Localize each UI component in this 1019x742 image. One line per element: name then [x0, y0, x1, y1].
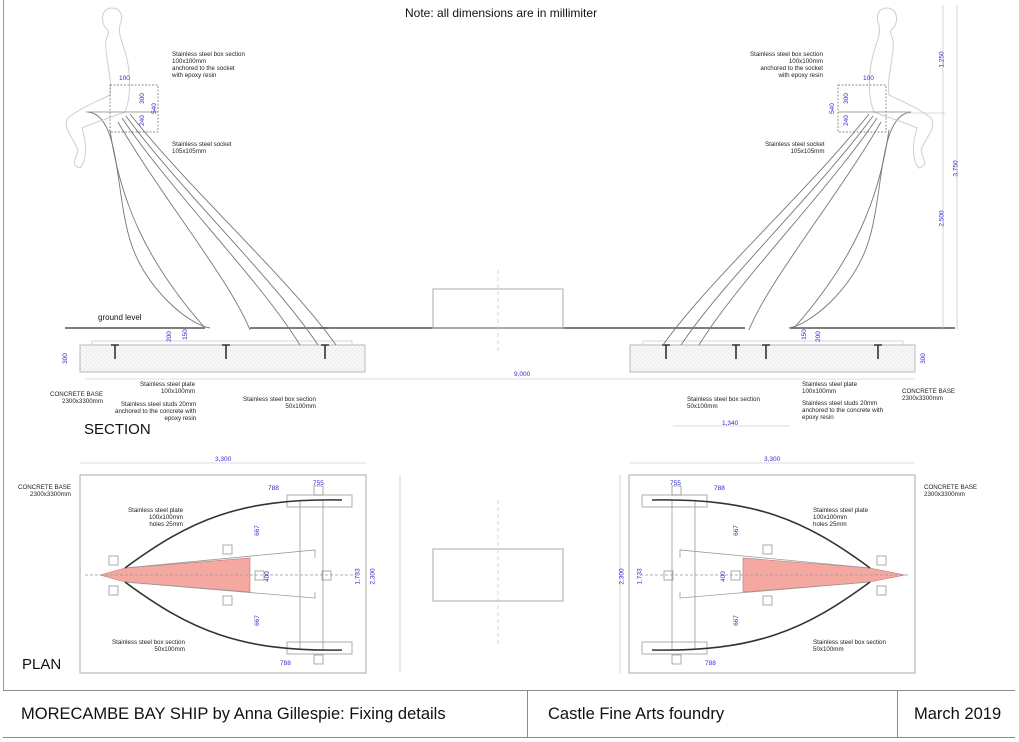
- label-plate-plan-left: Stainless steel plate 100x100mm holes 25…: [128, 507, 184, 528]
- label-plate-section-right: Stainless steel plate 100x100mm: [802, 381, 858, 395]
- studs: [111, 344, 882, 359]
- label-box-plan-left: Stainless steel box section 50x100mm: [112, 639, 185, 653]
- dim-200-left: 200: [165, 331, 173, 342]
- label-box-section-right: Stainless steel box section 100x100mm an…: [750, 51, 823, 79]
- dim-540-left: 540: [150, 103, 158, 114]
- dim-1250: 1,250: [938, 51, 946, 68]
- label-box-base-right: Stainless steel box section 50x100mm: [687, 396, 760, 410]
- label-plate-plan-right: Stainless steel plate 100x100mm holes 25…: [813, 507, 869, 528]
- dim-788b-right: 788: [705, 660, 716, 667]
- dim-788a-left: 788: [268, 485, 279, 492]
- dim-300-base-left: 300: [61, 353, 69, 364]
- label-socket-left: Stainless steel socket 105x105mm: [172, 141, 232, 155]
- label-box-section-left: Stainless steel box section 100x100mm an…: [172, 51, 245, 79]
- dim-100-left: 100: [119, 75, 130, 82]
- concrete-base-plan-left: [79, 474, 367, 674]
- dim-2500: 2,500: [938, 210, 946, 227]
- dim-667b-right: 667: [732, 615, 740, 626]
- concrete-base-plan-right: [628, 474, 916, 674]
- dim-755-left: 755: [313, 480, 324, 487]
- dim-240-left: 240: [138, 115, 146, 126]
- section-title: SECTION: [84, 421, 151, 438]
- label-concrete-plan-left: CONCRETE BASE 2300x3300mm: [18, 484, 71, 498]
- dim-300-left: 300: [138, 93, 146, 104]
- dim-2300-right: 2,300: [618, 568, 626, 585]
- dim-300-right: 300: [842, 93, 850, 104]
- label-concrete-section-left: CONCRETE BASE 2300x3300mm: [50, 391, 103, 405]
- figure-right: [868, 7, 934, 169]
- ground-level-label: ground level: [98, 313, 142, 322]
- dim-3300-right: 3,300: [764, 456, 781, 463]
- dim-1340: 1,340: [722, 420, 739, 427]
- dim-400-right: 400: [719, 571, 727, 582]
- dim-400-left: 400: [263, 571, 271, 582]
- dim-9000: 9,000: [514, 371, 531, 378]
- sheet-border: [3, 0, 4, 690]
- label-socket-right: Stainless steel socket 105x105mm: [765, 141, 825, 155]
- dim-1733-left: 1,733: [354, 568, 362, 585]
- dim-788a-right: 788: [714, 485, 725, 492]
- label-concrete-plan-right: CONCRETE BASE 2300x3300mm: [924, 484, 977, 498]
- plan-title: PLAN: [22, 656, 62, 673]
- units-note: Note: all dimensions are in millimiter: [405, 6, 598, 20]
- dim-3300-left: 3,300: [215, 456, 232, 463]
- drawing-date: March 2019: [914, 704, 1002, 723]
- concrete-base-section-left: [79, 344, 366, 373]
- hull-right-section: [662, 111, 912, 346]
- dim-667b-left: 667: [253, 615, 261, 626]
- dim-150-right: 150: [800, 329, 808, 340]
- drawing-title: MORECAMBE BAY SHIP by Anna Gillespie: Fi…: [3, 691, 528, 737]
- dim-100-right: 100: [863, 75, 874, 82]
- foundry-name: Castle Fine Arts foundry: [528, 691, 898, 737]
- dim-240-right: 240: [842, 115, 850, 126]
- dim-200-right: 200: [814, 331, 822, 342]
- label-box-base-left: Stainless steel box section 50x100mm: [243, 396, 316, 410]
- dim-1733-right: 1,733: [636, 568, 644, 585]
- label-studs-left: Stainless steel studs 20mm anchored to t…: [115, 401, 197, 422]
- dim-788b-left: 788: [280, 660, 291, 667]
- label-studs-right: Stainless steel studs 20mm anchored to t…: [802, 400, 884, 421]
- figure-left: [65, 7, 131, 169]
- dim-3750: 3,750: [952, 160, 960, 177]
- dim-150-left: 150: [181, 329, 189, 340]
- dim-667a-right: 667: [732, 525, 740, 536]
- dim-300-base-right: 300: [919, 353, 927, 364]
- title-block: MORECAMBE BAY SHIP by Anna Gillespie: Fi…: [3, 690, 1015, 738]
- hull-left-section: [87, 111, 337, 346]
- label-concrete-section-right: CONCRETE BASE 2300x3300mm: [902, 388, 955, 402]
- label-plate-section-left: Stainless steel plate 100x100mm: [140, 381, 196, 395]
- dim-667a-left: 667: [253, 525, 261, 536]
- dim-2300-left: 2,300: [369, 568, 377, 585]
- label-box-plan-right: Stainless steel box section 50x100mm: [813, 639, 886, 653]
- dim-755-right: 755: [670, 480, 681, 487]
- concrete-base-section-right: [629, 344, 916, 373]
- dim-540-right: 540: [828, 103, 836, 114]
